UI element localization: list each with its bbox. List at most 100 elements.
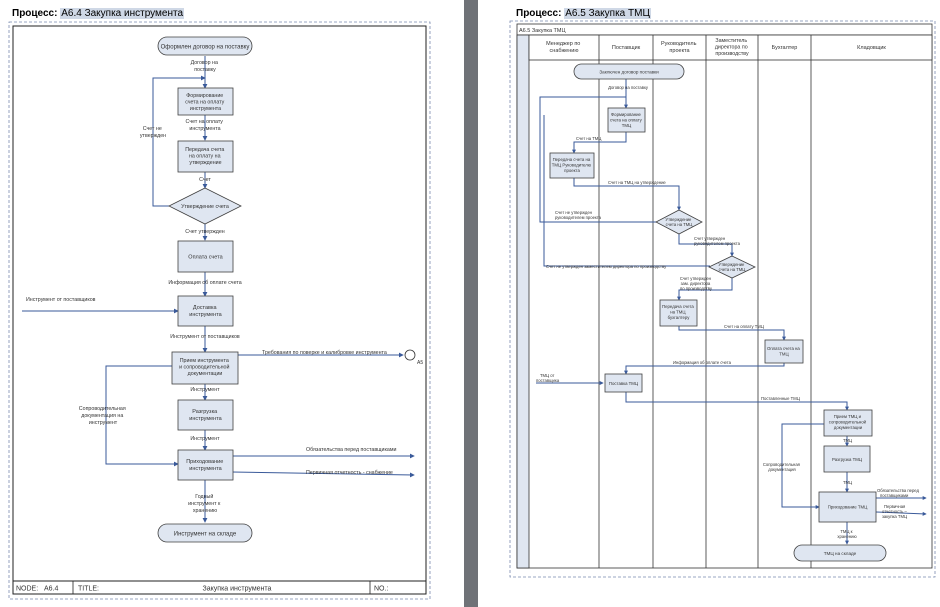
task-send-invoice[interactable]: Передача счета на оплату на утверждение — [177, 140, 234, 173]
task-receive[interactable]: Прием инструмента и сопроводительной док… — [171, 351, 239, 385]
start-event[interactable]: Оформлен договор на поставку — [157, 36, 253, 56]
label-tool-from-supplier-in: Инструмент от поставщиков — [26, 297, 96, 303]
r-decision-deputy[interactable]: Утверждение счета на ТМЦ — [708, 255, 756, 279]
svg-text:Годный инструмент к: Годный инструмент к хранению — [188, 493, 222, 514]
r-start-event[interactable]: Заключен договор поставки — [573, 63, 685, 80]
r-label-not-approved-pm: Счет не утвержден руководителем проекта — [555, 210, 602, 220]
svg-text:Передача счета на опла: Передача счета на оплату на утверждение — [185, 147, 226, 166]
svg-text:Прием инструмента и со: Прием инструмента и сопроводительной док… — [179, 358, 231, 377]
left-frame-dashed — [8, 21, 431, 600]
label-invoice: Счет — [199, 177, 211, 183]
r-task-unload[interactable]: Разгрузка ТМЦ — [823, 445, 871, 473]
r-task-form-invoice[interactable]: Формирование счета на оплату ТМЦ — [607, 107, 646, 133]
svg-text:Формирование счета на: Формирование счета на оплату ТМЦ — [610, 112, 643, 128]
label-supplier-obligations: Обязательства перед поставщиками — [306, 447, 396, 453]
task-form-invoice-l3: инструмента — [190, 106, 221, 112]
r-label-fit-tmc: ТМЦ к хранению — [837, 529, 856, 539]
pool-name: А6.5 Закупка ТМЦ — [519, 28, 566, 34]
svg-text:Заключен договор поставки: Заключен договор поставки — [599, 70, 659, 75]
right-title-value[interactable]: А6.5 Закупка ТМЦ — [564, 8, 651, 19]
task-send-invoice-l2: на оплату на — [189, 154, 221, 160]
label-tool-1: Инструмент — [190, 387, 220, 393]
r-task-deliver[interactable]: Поставка ТМЦ — [604, 373, 643, 393]
label-accompanying-l3: инструмент — [89, 420, 118, 426]
svg-text:Разгрузка ТМЦ: Разгрузка ТМЦ — [832, 457, 863, 462]
svg-text:Передача счета на ТМЦ: Передача счета на ТМЦ Руководителю проек… — [552, 157, 592, 173]
task-unload[interactable]: Разгрузка инструмента — [177, 399, 234, 431]
label-requirements: Требования по поверке и калибровке инстр… — [262, 350, 387, 356]
left-title-prefix: Процесс: — [12, 8, 58, 19]
r-task-pay[interactable]: Оплата счета на ТМЦ — [764, 339, 804, 364]
r-label-invoice-approval: Счет на ТМЦ на утверждение — [608, 180, 666, 185]
task-unload-l2: инструмента — [189, 416, 222, 422]
left-frame — [12, 25, 427, 595]
right-document-page: Процесс: А6.5 Закупка ТМЦ А6.5 Закупка Т… — [478, 0, 940, 607]
start-event-label: Оформлен договор на поставку — [161, 45, 250, 51]
lane-header-storekeeper: Кладовщик — [857, 45, 886, 51]
footer-title-label: TITLE: — [78, 586, 99, 593]
r-end-event[interactable]: ТМЦ на складе — [793, 544, 887, 562]
r-label-contract: Договор на поставку — [608, 85, 649, 90]
svg-text:ТМЦ на складе: ТМЦ на складе — [824, 551, 857, 556]
task-form-invoice-l2: счета на оплату — [185, 100, 224, 106]
footer-title-value: Закупка инструмента — [203, 586, 272, 593]
task-receive-l3: документации — [188, 371, 223, 377]
label-fit-tool-l3: хранению — [193, 508, 217, 514]
r-task-receive[interactable]: Прием ТМЦ и сопроводительной документаци… — [823, 409, 873, 437]
r-task-send-invoice[interactable]: Передача счета на ТМЦ Руководителю проек… — [549, 152, 595, 179]
footer-node-value: А6.4 — [44, 586, 59, 593]
r-label-approved-pm: Счет утвержден руководителем проекта — [694, 236, 741, 246]
svg-text:Утверждение счета на Т: Утверждение счета на ТМЦ — [718, 262, 746, 272]
r-decision-pm[interactable]: Утверждение счета на ТМЦ — [655, 209, 703, 235]
offpage-connector: А5 — [404, 349, 423, 366]
task-intake-l1: Приходование — [186, 459, 223, 465]
lane-header-project-manager: Руководитель проекта — [661, 41, 698, 54]
r-label-invoice-payment: Счет на оплату ТМЦ — [724, 324, 765, 329]
label-accompanying-l1: Сопроводительная — [79, 406, 126, 412]
right-diagram: А6.5 Закупка ТМЦ Менеджер по снабжению П… — [509, 20, 936, 578]
svg-text:Поставка ТМЦ: Поставка ТМЦ — [609, 381, 639, 386]
task-receive-l1: Прием инструмента — [180, 358, 229, 364]
task-intake[interactable]: Приходование инструмента — [177, 449, 234, 481]
label-contract-l1: Договор на — [191, 60, 218, 66]
task-unload-l1: Разгрузка — [192, 409, 218, 415]
label-not-approved-l2: утвержден — [140, 133, 166, 139]
task-form-invoice[interactable]: Формирование счета на оплату инструмента — [177, 87, 234, 116]
label-contract-l2: поставку — [194, 67, 216, 73]
svg-text:Счет на оплату инструмен: Счет на оплату инструмента — [186, 119, 225, 132]
decision-approve-invoice[interactable]: Утверждение счета — [168, 187, 242, 225]
label-not-approved-l1: Счет не — [143, 126, 162, 132]
left-document-page: Процесс: А6.4 Закупка инструмента — [0, 0, 464, 607]
page-gutter — [464, 0, 478, 607]
task-pay-invoice-label: Оплата счета — [188, 255, 223, 261]
r-task-send-accountant[interactable]: Передача счета на ТМЦ бухгалтеру — [659, 299, 698, 327]
task-delivery-l2: инструмента — [189, 312, 222, 318]
svg-text:Передача счета на ТМЦ: Передача счета на ТМЦ бухгалтеру — [662, 304, 695, 320]
task-intake-l2: инструмента — [189, 466, 222, 472]
label-fit-tool-l2: инструмент к — [188, 501, 221, 507]
decision-approve-invoice-label: Утверждение счета — [181, 204, 229, 210]
lane-header-accountant: Бухгалтер — [772, 45, 798, 51]
pool: А6.5 Закупка ТМЦ — [516, 23, 933, 569]
footer-no-label: NO.: — [374, 586, 388, 593]
end-event[interactable]: Инструмент на складе — [157, 523, 253, 543]
task-delivery[interactable]: Доставка инструмента — [177, 295, 234, 327]
label-primary-reporting: Первичная отчетность - снабжение — [306, 470, 393, 476]
svg-text:Доставка инструмента: Доставка инструмента — [189, 305, 222, 318]
r-label-accompanying: Сопроводительная документация — [763, 462, 801, 472]
footer-node-label: NODE: — [16, 586, 38, 593]
svg-text:Приходование ТМЦ: Приходование ТМЦ — [828, 505, 868, 510]
left-diagram: Оформлен договор на поставку Формировани… — [8, 21, 431, 600]
task-pay-invoice[interactable]: Оплата счета — [177, 240, 234, 273]
r-label-delivered: Поставленные ТМЦ — [761, 396, 801, 401]
left-title-value[interactable]: А6.4 Закупка инструмента — [60, 8, 185, 19]
task-send-invoice-l3: утверждение — [189, 160, 221, 166]
svg-text:Оплата счета на ТМЦ: Оплата счета на ТМЦ — [767, 346, 801, 357]
r-label-invoice: Счет на ТМЦ — [576, 136, 602, 141]
r-task-intake[interactable]: Приходование ТМЦ — [818, 491, 877, 523]
right-process-title: Процесс: А6.5 Закупка ТМЦ — [516, 8, 651, 19]
right-frame-dashed — [509, 20, 936, 578]
r-label-approved-deputy: Счет утвержден зам. директора по произво… — [680, 276, 713, 291]
r-label-payment-info: Информация об оплате счета — [673, 360, 732, 365]
label-payment-info: Информация об оплате счета — [168, 280, 241, 286]
